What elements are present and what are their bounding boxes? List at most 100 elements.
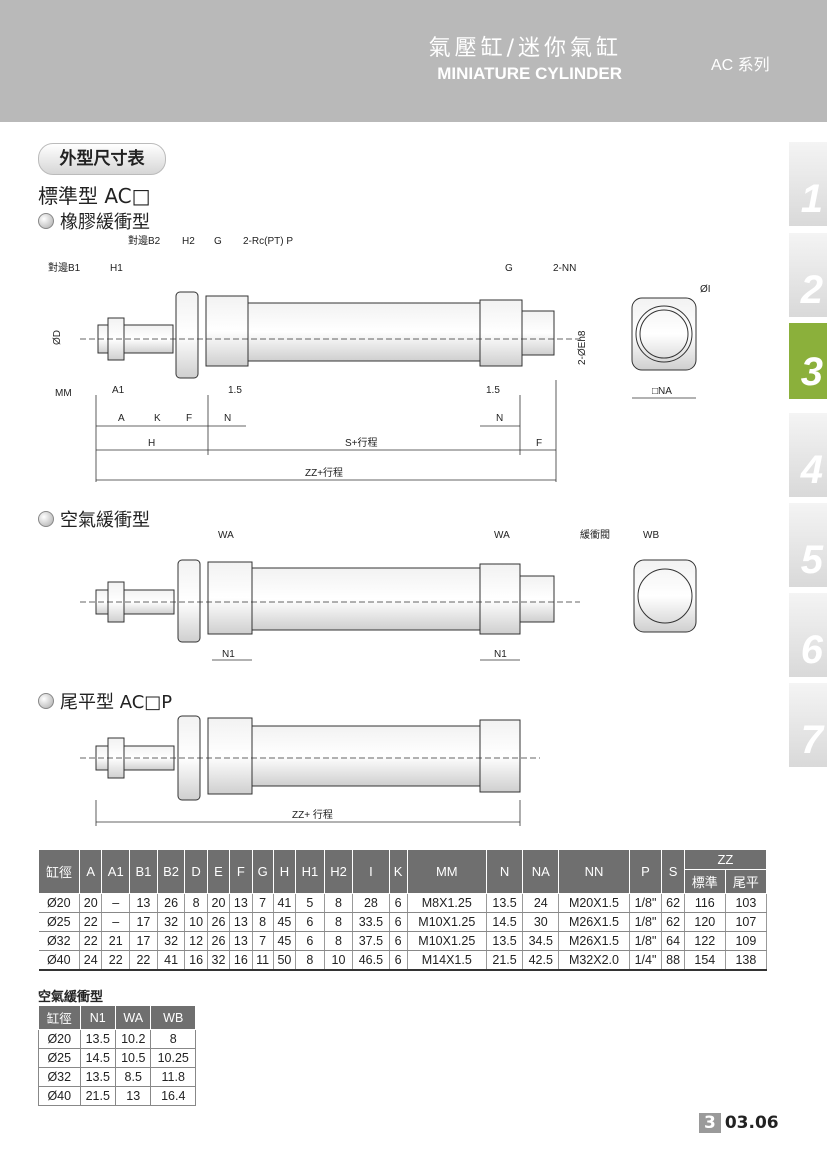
table-cell: 33.5 [352, 912, 390, 932]
chapter-tab-7[interactable]: 7 [789, 683, 827, 767]
table-cell: 13 [229, 912, 253, 932]
table-cell: 26 [207, 931, 231, 951]
label-cushion: 緩衝閥 [580, 528, 610, 541]
table-cell: 13 [229, 893, 253, 913]
table-cell: M10X1.25 [407, 931, 487, 951]
table-cell: 20 [79, 893, 103, 913]
table-cell: 8 [324, 893, 354, 913]
table-cell: 45 [273, 912, 297, 932]
table-cell: M32X2.0 [558, 950, 630, 971]
table-cell: 22 [79, 912, 103, 932]
chapter-tab-5[interactable]: 5 [789, 503, 827, 587]
label-f2: F [536, 438, 542, 449]
bullet-icon [38, 511, 54, 527]
table-cell: 13 [229, 931, 253, 951]
label-k: K [154, 413, 161, 424]
table-cell: 21.5 [79, 1086, 117, 1106]
spec-table: 缸徑 A A1 B1 B2 D E F G H H1 H2 I K MM N N… [37, 849, 768, 971]
table-cell: 62 [661, 912, 685, 932]
table-cell: 13.5 [79, 1067, 117, 1087]
section-air: 空氣緩衝型 [38, 506, 150, 532]
table-cell: M20X1.5 [558, 893, 630, 913]
chapter-tab-1[interactable]: 1 [789, 142, 827, 226]
section-pill: 外型尺寸表 [38, 143, 166, 175]
table-cell: 32 [157, 912, 186, 932]
table-cell: 41 [157, 950, 186, 971]
label-h: H [148, 438, 155, 449]
table-cell: M26X1.5 [558, 912, 630, 932]
chapter-tab-4[interactable]: 4 [789, 413, 827, 497]
table-cell: 8 [150, 1029, 196, 1049]
label-wa2: WA [494, 530, 510, 541]
table-cell: 16 [229, 950, 253, 971]
chapter-tab-6[interactable]: 6 [789, 593, 827, 677]
table-cell: Ø32 [38, 1067, 81, 1087]
table-cell: 30 [522, 912, 560, 932]
chapter-tab-3[interactable]: 3 [789, 323, 827, 399]
label-n1: N1 [222, 649, 235, 660]
label-d: ØD [52, 330, 63, 345]
table-cell: Ø32 [38, 931, 81, 951]
header-title-en: MINIATURE CYLINDER [437, 64, 622, 83]
table-cell: 8 [295, 950, 325, 971]
label-g: G [214, 236, 222, 247]
table-cell: 6 [389, 950, 408, 971]
label-n2: N [496, 413, 503, 424]
table-cell: 41 [273, 893, 297, 913]
section-flat: 尾平型 AC□P [38, 688, 172, 714]
main-title: 標準型 AC□ [38, 184, 151, 208]
table-cell: 6 [389, 893, 408, 913]
table-cell: 116 [684, 893, 726, 913]
table-cell: 6 [389, 912, 408, 932]
label-15a: 1.5 [228, 385, 242, 396]
table-cell: M8X1.25 [407, 893, 487, 913]
table-cell: 10 [184, 912, 208, 932]
table-cell: 8 [184, 893, 208, 913]
label-mm: MM [55, 388, 72, 399]
table-cell: 11.8 [150, 1067, 196, 1087]
table-cell: 1/4" [629, 950, 663, 971]
table-cell: 14.5 [79, 1048, 117, 1068]
table-cell: 21 [101, 931, 131, 951]
label-nn: 2-NN [553, 263, 576, 274]
label-b1: 對邊B1 [48, 261, 81, 274]
table-cell: 13.5 [79, 1029, 117, 1049]
label-zz2: ZZ+ 行程 [292, 808, 333, 821]
table-cell: 8.5 [114, 1067, 152, 1087]
label-n: N [224, 413, 231, 424]
table-cell: 37.5 [352, 931, 390, 951]
table-cell: – [101, 893, 131, 913]
table-cell: 14.5 [486, 912, 524, 932]
table-cell: 11 [252, 950, 274, 971]
table-cell: 6 [295, 931, 325, 951]
table-cell: 13 [114, 1086, 152, 1106]
air-table-title: 空氣緩衝型 [38, 990, 104, 1005]
table-cell: 46.5 [352, 950, 390, 971]
label-e: 2-ØEh8 [577, 330, 588, 365]
table-cell: 26 [157, 893, 186, 913]
label-a: A [118, 413, 125, 424]
table-cell: 17 [129, 931, 158, 951]
table-cell: 26 [207, 912, 231, 932]
label-a1: A1 [112, 385, 125, 396]
table-cell: 13.5 [486, 893, 524, 913]
table-cell: 24 [522, 893, 560, 913]
table-cell: 16.4 [150, 1086, 196, 1106]
table-cell: 34.5 [522, 931, 560, 951]
table-cell: 10.2 [114, 1029, 152, 1049]
header-title-cn: 氣壓缸/迷你氣缸 [428, 36, 622, 61]
chapter-tab-2[interactable]: 2 [789, 233, 827, 317]
table-cell: 122 [684, 931, 726, 951]
label-wb: WB [643, 530, 659, 541]
chapter-number: 3 [699, 1113, 721, 1133]
table-cell: – [101, 912, 131, 932]
table-cell: 20 [207, 893, 231, 913]
table-cell: 107 [725, 912, 768, 932]
table-cell: 7 [252, 931, 274, 951]
